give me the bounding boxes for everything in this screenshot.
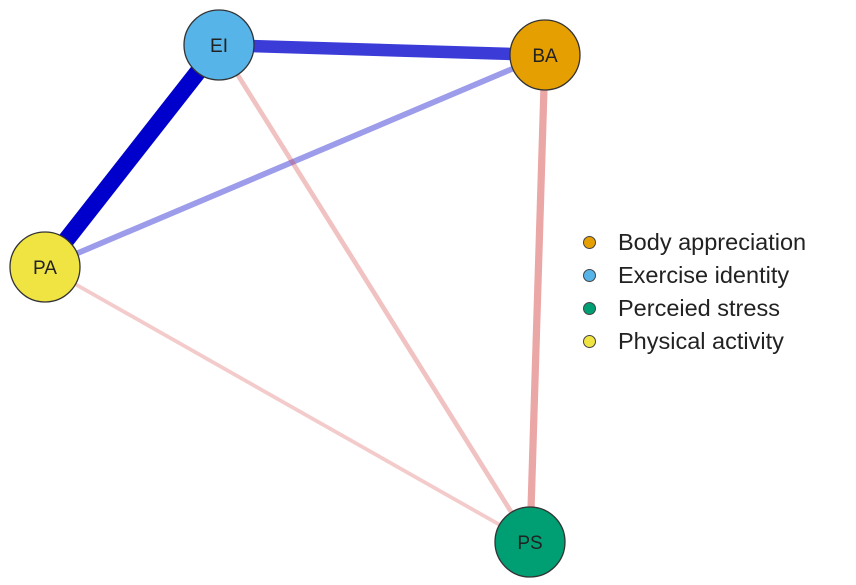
node-circle-pa: [9, 231, 81, 303]
node-circle-ba: [509, 19, 581, 91]
legend: Body appreciation Exercise identity Perc…: [583, 226, 806, 358]
node-label-ei: EI: [210, 36, 228, 57]
edge-ei-pa: [38, 39, 226, 273]
legend-label-physical-activity: Physical activity: [618, 328, 784, 354]
legend-item-body-appreciation: Body appreciation: [583, 226, 806, 259]
node-pa: PA: [9, 231, 81, 303]
legend-swatch-body-appreciation: [583, 236, 596, 249]
edge-pa-ba: [43, 52, 547, 270]
legend-label-body-appreciation: Body appreciation: [618, 229, 807, 255]
legend-label-perceived-stress: Perceied stress: [618, 295, 780, 321]
node-ei: EI: [183, 9, 255, 81]
node-ps: PS: [494, 506, 566, 578]
node-label-ba: BA: [532, 46, 558, 67]
node-label-ps: PS: [517, 533, 542, 554]
edge-ei-ba: [218, 38, 546, 62]
edge-ei-ps: [217, 43, 532, 544]
edge-pa-ps: [44, 265, 531, 544]
legend-item-perceived-stress: Perceied stress: [583, 292, 806, 325]
legend-label-exercise-identity: Exercise identity: [618, 262, 790, 288]
legend-item-exercise-identity: Exercise identity: [583, 259, 806, 292]
legend-swatch-physical-activity: [583, 335, 596, 348]
node-circle-ei: [183, 9, 255, 81]
node-layer: EI BA PA PS: [9, 9, 581, 578]
node-circle-ps: [494, 506, 566, 578]
node-label-pa: PA: [33, 258, 57, 279]
legend-swatch-perceived-stress: [583, 302, 596, 315]
edge-layer: [38, 38, 549, 544]
edge-ba-ps: [526, 54, 549, 543]
legend-item-physical-activity: Physical activity: [583, 325, 806, 358]
legend-swatch-exercise-identity: [583, 269, 596, 282]
node-ba: BA: [509, 19, 581, 91]
